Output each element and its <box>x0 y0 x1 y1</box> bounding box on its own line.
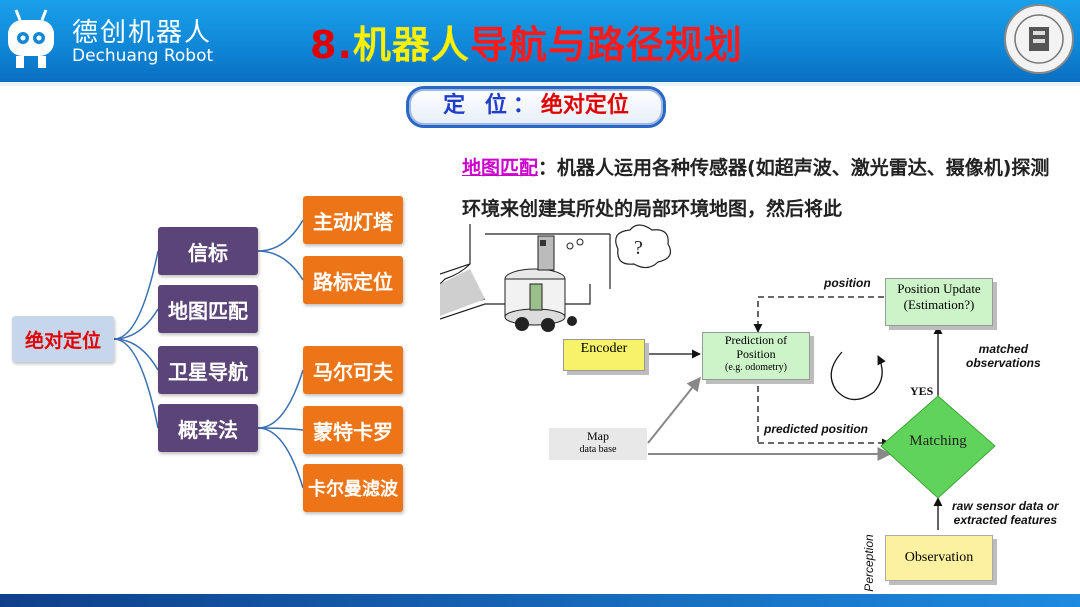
prediction-line-3: (e.g. odometry) <box>725 362 787 373</box>
title-number: 8. <box>310 23 353 67</box>
header-divider <box>0 82 1080 86</box>
tree-node-landmark-positioning: 路标定位 <box>303 256 403 304</box>
label-perception: Perception <box>862 534 876 592</box>
header-bar <box>0 0 1080 82</box>
label-yes: YES <box>910 384 934 398</box>
localization-flow-diagram <box>643 296 996 530</box>
map-line-1: Map <box>587 429 609 443</box>
tree-node-kalman-filter: 卡尔曼滤波 <box>303 464 403 512</box>
map-database-box: Map data base <box>549 428 647 460</box>
tree-node-satellite-navigation: 卫星导航 <box>158 346 258 394</box>
section-subtitle: 定 位：绝对定位 <box>406 86 666 128</box>
position-update-box: Position Update (Estimation?) <box>885 278 993 326</box>
tree-node-map-matching: 地图匹配 <box>158 285 258 333</box>
subtitle-label: 定 位： <box>443 93 541 118</box>
title-part-2: 导航与路径规划 <box>469 23 743 67</box>
thought-question-mark: ? <box>634 237 643 259</box>
label-raw-line-1: raw sensor data or <box>952 499 1059 513</box>
robot-environment-illustration: ? <box>440 224 671 332</box>
title-part-1: 机器人 <box>352 23 470 67</box>
tree-node-monte-carlo: 蒙特卡罗 <box>303 406 403 454</box>
tree-node-beacon: 信标 <box>158 227 258 275</box>
prediction-line-1: Prediction of <box>724 333 788 347</box>
subtitle-value: 绝对定位 <box>540 93 629 118</box>
matching-label: Matching <box>909 433 967 449</box>
tree-node-active-beacon: 主动灯塔 <box>303 196 403 244</box>
prediction-line-2: Position <box>736 347 776 361</box>
school-seal-icon <box>1004 4 1074 74</box>
encoder-box: Encoder <box>563 339 645 371</box>
encoder-label: Encoder <box>580 341 628 356</box>
tree-root-absolute-positioning: 绝对定位 <box>12 316 114 362</box>
label-matched-observations: matched observations <box>966 342 1041 370</box>
matching-diamond <box>880 395 996 499</box>
prediction-box: Prediction of Position (e.g. odometry) <box>702 332 810 380</box>
robot-mascot-icon <box>8 9 54 68</box>
tree-node-probability-method: 概率法 <box>158 404 258 452</box>
description-paragraph: 地图匹配：机器人运用各种传感器(如超声波、激光雷达、摄像机)探测环境来创建其所处… <box>462 148 1062 230</box>
keyword-map-matching[interactable]: 地图匹配 <box>462 157 539 179</box>
label-raw-line-2: extracted features <box>953 513 1058 527</box>
position-update-line-2: (Estimation?) <box>903 297 975 312</box>
brand-name-cn: 德创机器人 <box>72 18 213 48</box>
observation-label: Observation <box>904 550 974 565</box>
label-position: position <box>824 276 871 290</box>
paragraph-text: ：机器人运用各种传感器(如超声波、激光雷达、摄像机)探测环境来创建其所处的局部环… <box>462 157 1050 220</box>
map-line-2: data base <box>579 444 617 455</box>
brand-name-en: Dechuang Robot <box>72 46 214 66</box>
label-predicted-position: predicted position <box>764 422 869 436</box>
label-matched-line-1: matched <box>978 342 1029 356</box>
footer-bar <box>0 594 1080 607</box>
label-matched-line-2: observations <box>966 356 1041 370</box>
observation-box: Observation <box>885 535 993 581</box>
tree-node-markov: 马尔可夫 <box>303 346 403 394</box>
position-update-line-1: Position Update <box>897 281 981 296</box>
tree-connectors <box>113 219 304 489</box>
page-title: 8.机器人导航与路径规划 <box>310 14 743 69</box>
label-raw-sensor-data: raw sensor data or extracted features <box>952 499 1059 527</box>
